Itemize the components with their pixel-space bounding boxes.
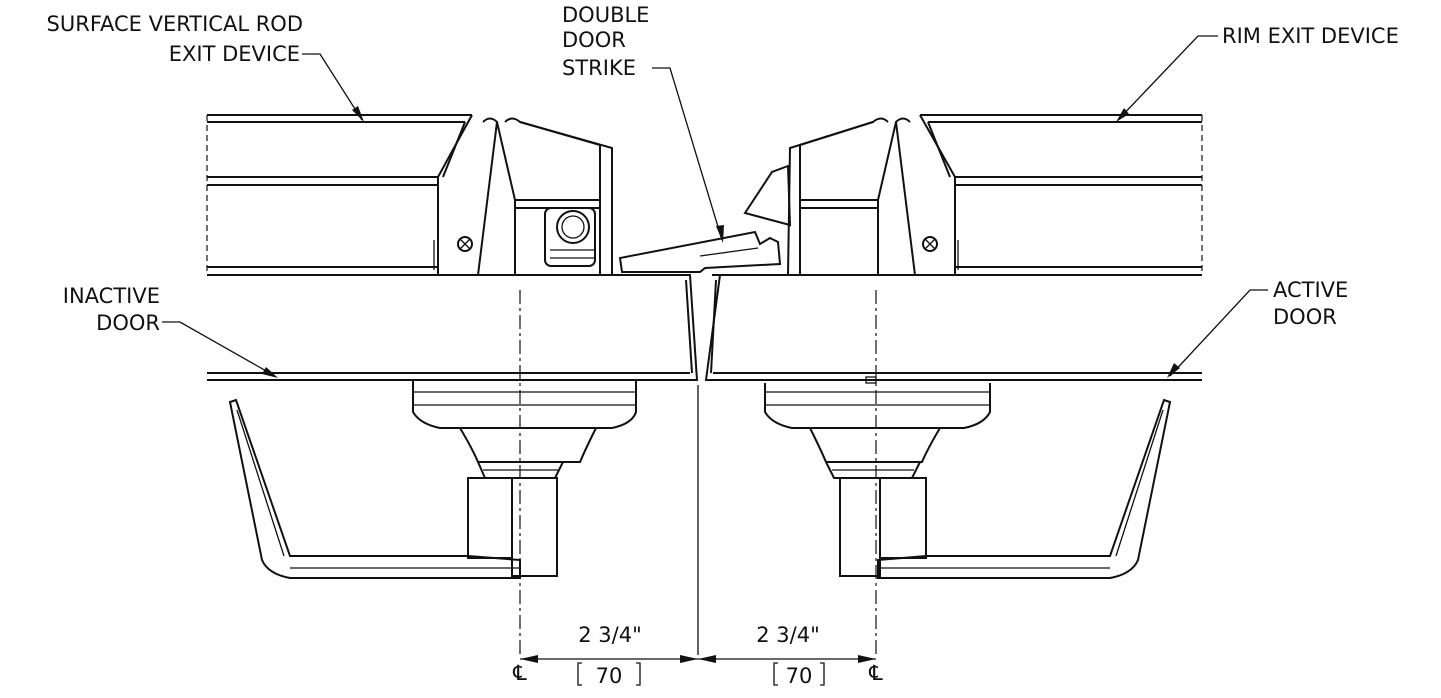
label-surface-vertical-rod-1: SURFACE VERTICAL ROD bbox=[47, 12, 303, 36]
leader-surface-vertical-rod bbox=[302, 53, 364, 122]
dim-left-metric: 70 bbox=[596, 664, 623, 688]
rim-exit-device bbox=[712, 114, 1203, 276]
inactive-door bbox=[207, 274, 699, 381]
dim-left-imperial: 2 3/4" bbox=[578, 623, 642, 647]
label-surface-vertical-rod-2: EXIT DEVICE bbox=[169, 42, 300, 66]
dim-right-imperial: 2 3/4" bbox=[756, 623, 820, 647]
dim-right-metric: 70 bbox=[786, 664, 813, 688]
dimension-right: 2 3/4" 70 bbox=[698, 623, 876, 688]
surface-vertical-rod-exit-device bbox=[206, 114, 690, 276]
label-double-door-2: DOOR bbox=[562, 28, 626, 52]
centerline-symbol-right: ℄ bbox=[868, 661, 883, 685]
active-door-lever-trim bbox=[764, 383, 1172, 579]
label-rim-exit-device: RIM EXIT DEVICE bbox=[1222, 24, 1399, 48]
leader-inactive-door bbox=[162, 321, 278, 378]
leader-active-door bbox=[1167, 289, 1268, 378]
leader-rim-exit-device bbox=[1116, 35, 1218, 122]
label-double-door-3: STRIKE bbox=[562, 56, 636, 80]
label-active-door-2: DOOR bbox=[1273, 305, 1337, 329]
centerline-symbol-left: ℄ bbox=[512, 661, 527, 685]
centerlines bbox=[519, 290, 877, 655]
label-active-door-1: ACTIVE bbox=[1273, 278, 1348, 302]
dimension-left: 2 3/4" 70 bbox=[520, 623, 698, 688]
label-double-door-1: DOUBLE bbox=[562, 3, 649, 27]
label-inactive-door-1: INACTIVE bbox=[63, 284, 160, 308]
leader-double-door-strike bbox=[652, 67, 724, 243]
active-door bbox=[704, 274, 1202, 384]
inactive-door-lever-trim bbox=[228, 380, 637, 579]
double-door-strike bbox=[618, 230, 782, 273]
label-inactive-door-2: DOOR bbox=[96, 311, 160, 335]
